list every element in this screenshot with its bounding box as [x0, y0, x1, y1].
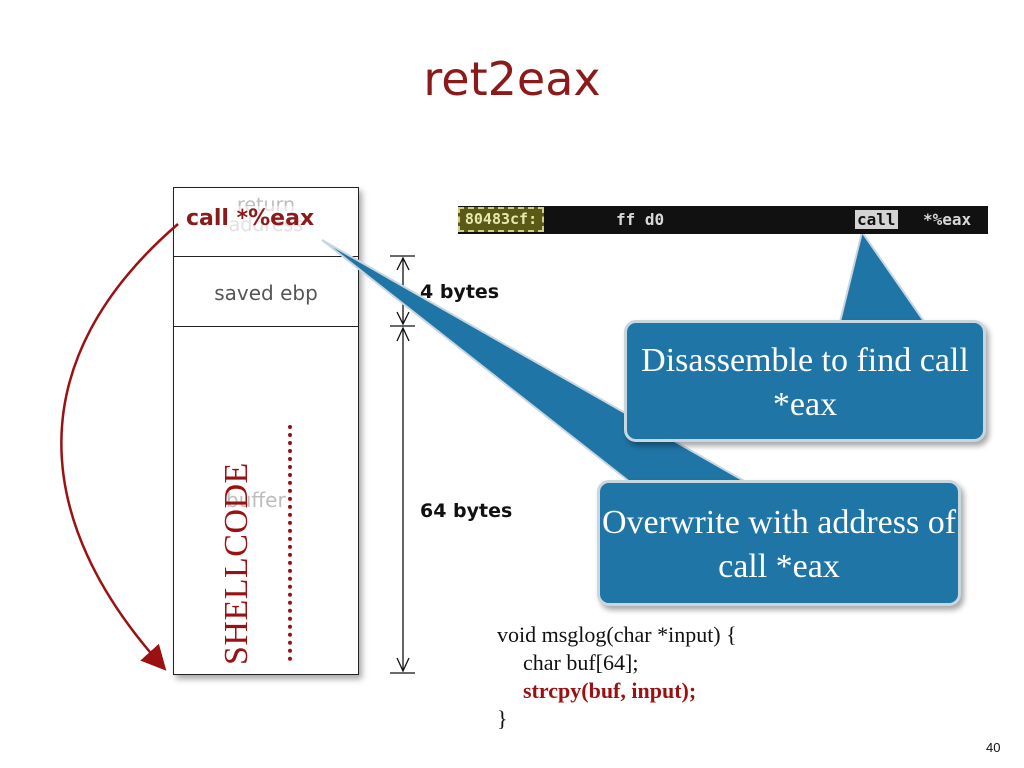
ebp-size-label: 4 bytes [420, 281, 500, 303]
code-line: void msglog(char *input) { [497, 622, 737, 647]
code-line-highlighted: strcpy(buf, input); [523, 678, 697, 703]
shellcode-dotted-line [288, 425, 302, 661]
disassembly-bytes: ff d0 [616, 210, 665, 229]
stack-divider [173, 256, 359, 257]
code-line: } [497, 706, 508, 731]
slide-title: ret2eax [423, 52, 601, 106]
disassembly-mnemonic: call [855, 210, 898, 229]
disassembly-operand: *%eax [923, 210, 972, 229]
disassembly-line [458, 206, 988, 234]
buffer-label: buffer [226, 488, 286, 512]
stack-frame [173, 187, 359, 675]
stack-divider [173, 326, 359, 327]
callout-disassemble: Disassemble to find call *eax [624, 320, 986, 442]
buffer-size-label: 64 bytes [420, 500, 513, 522]
overwrite-value-label: call *%eax [186, 206, 315, 231]
saved-ebp-label: saved ebp [214, 281, 318, 305]
code-line: char buf[64]; [523, 650, 639, 675]
disassembly-address: 80483cf: [458, 207, 544, 232]
page-number: 40 [986, 740, 1001, 755]
code-snippet: void msglog(char *input) { char buf[64];… [497, 621, 737, 733]
jump-to-shellcode-arrow [60, 223, 179, 671]
callout-disassemble-pointer [836, 229, 932, 331]
callout-overwrite: Overwrite with address of call *eax [597, 480, 961, 606]
buffer-size-dimension [390, 326, 415, 674]
